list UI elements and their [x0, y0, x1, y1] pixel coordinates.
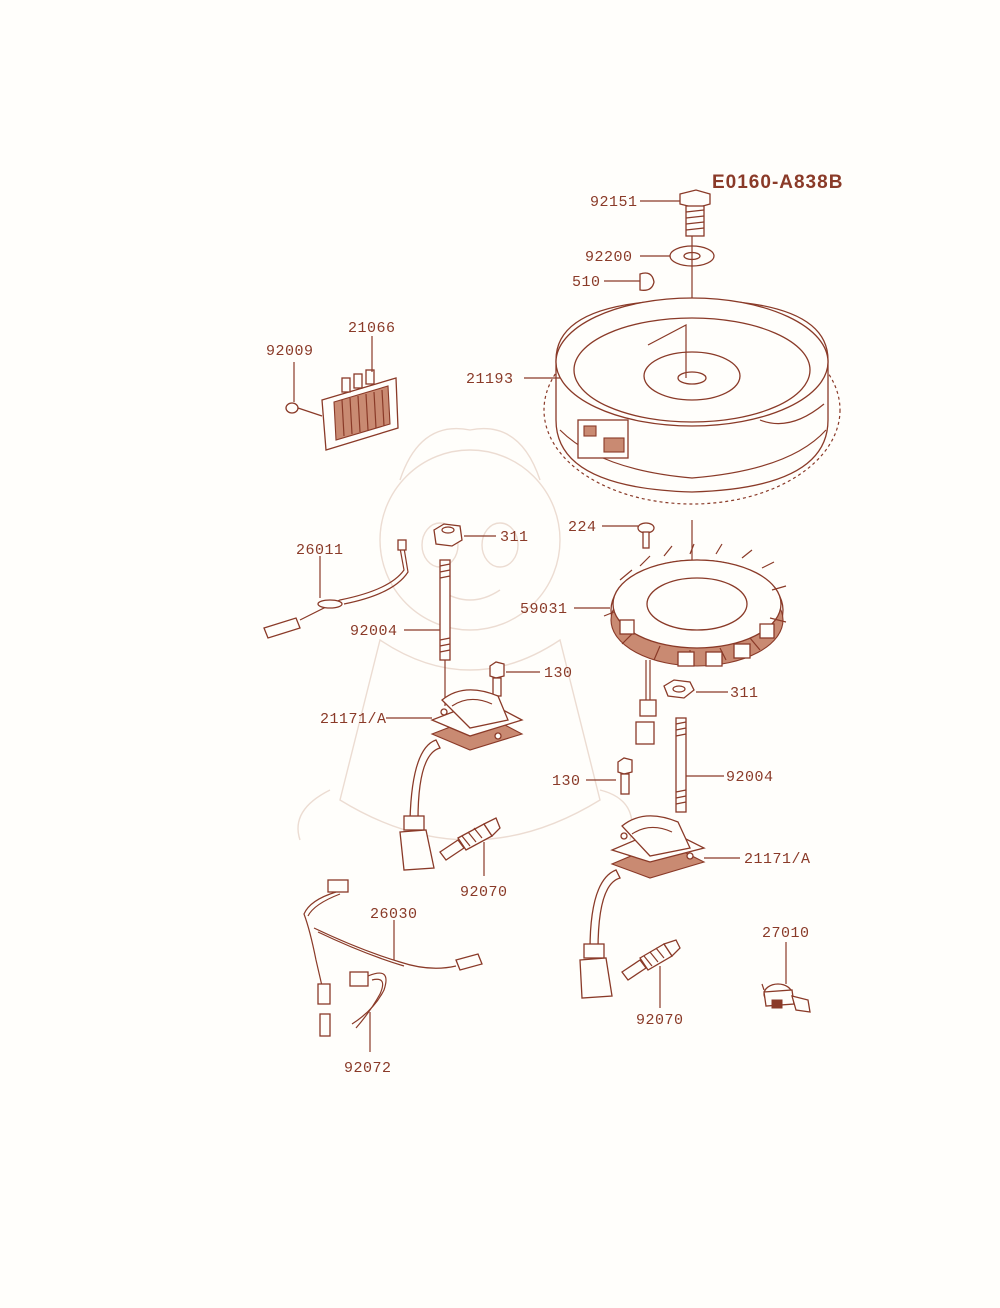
bolt-130-left[interactable]: [489, 661, 505, 697]
harness-26030[interactable]: [303, 879, 483, 1037]
screw-92009[interactable]: [285, 402, 323, 417]
spark-plug-right[interactable]: [621, 939, 681, 981]
ignition-coil-right[interactable]: [579, 815, 706, 999]
stator-59031[interactable]: [603, 543, 787, 667]
switch-27010[interactable]: [761, 983, 811, 1013]
screw-224[interactable]: [637, 522, 655, 549]
label-130-left: 130: [544, 665, 573, 682]
label-92070-left: 92070: [460, 884, 508, 901]
label-311-right: 311: [730, 685, 759, 702]
label-21171a-left: 21171/A: [320, 711, 387, 728]
key-510[interactable]: [639, 272, 655, 291]
label-92004-right: 92004: [726, 769, 774, 786]
label-26030: 26030: [370, 906, 418, 923]
label-92151: 92151: [590, 194, 638, 211]
label-92072: 92072: [344, 1060, 392, 1077]
nut-311-left[interactable]: [433, 523, 463, 547]
regulator-21066[interactable]: [321, 369, 399, 451]
wire-92072[interactable]: [349, 971, 387, 1029]
stud-92004-right[interactable]: [675, 717, 687, 813]
label-21066: 21066: [348, 320, 396, 337]
label-130-right: 130: [552, 773, 581, 790]
diagram-code: E0160-A838B: [712, 172, 843, 193]
ignition-coil-left[interactable]: [399, 689, 524, 871]
bolt-130-right[interactable]: [617, 757, 633, 795]
flywheel-21193[interactable]: [543, 297, 841, 505]
label-21171a-right: 21171/A: [744, 851, 811, 868]
label-59031: 59031: [520, 601, 568, 618]
spark-plug-left[interactable]: [439, 817, 501, 861]
label-92200: 92200: [585, 249, 633, 266]
stud-92004-left[interactable]: [439, 559, 451, 661]
watermark-mascot: [297, 427, 633, 841]
stator-lead: [635, 660, 657, 745]
label-224: 224: [568, 519, 597, 536]
label-92009: 92009: [266, 343, 314, 360]
nut-311-right[interactable]: [663, 679, 695, 699]
harness-26011[interactable]: [263, 539, 409, 639]
label-21193: 21193: [466, 371, 514, 388]
label-92070-right: 92070: [636, 1012, 684, 1029]
bolt-92151[interactable]: [679, 189, 711, 237]
label-26011: 26011: [296, 542, 344, 559]
label-92004-left: 92004: [350, 623, 398, 640]
label-311-left: 311: [500, 529, 529, 546]
label-27010: 27010: [762, 925, 810, 942]
label-510: 510: [572, 274, 601, 291]
